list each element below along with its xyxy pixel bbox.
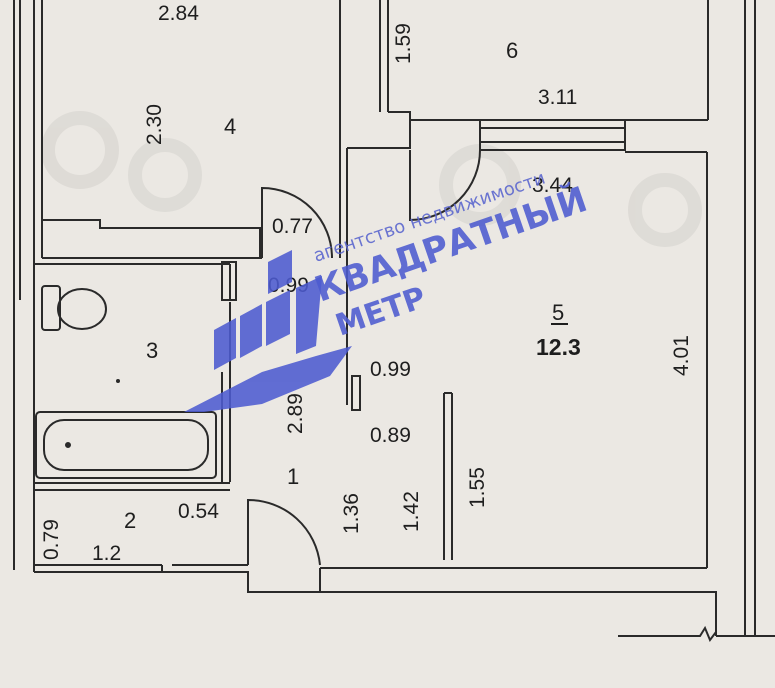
dim-3-44: 3.44 [532,174,573,197]
dim-0-89: 0.89 [370,424,411,447]
room-5-area: 12.3 [536,334,581,360]
dimension-labels: 2.84 2.30 1.59 3.11 3.44 0.77 0.99 0.99 … [40,2,693,565]
marker-dot [116,379,120,383]
dim-0-77: 0.77 [272,215,313,238]
room-label-3: 3 [146,338,158,363]
room-label-4: 4 [224,114,236,139]
dim-0-99-mid: 0.99 [370,358,411,381]
toilet [41,285,107,331]
dim-1-55: 1.55 [466,467,489,508]
room-label-5: 5 [552,300,564,325]
dim-2-30: 2.30 [143,104,166,145]
dim-4-01: 4.01 [670,335,693,376]
dim-1-42: 1.42 [400,491,423,532]
room-label-6: 6 [506,38,518,63]
room-label-2: 2 [124,508,136,533]
building-logo [184,250,352,412]
dim-1-2: 1.2 [92,542,121,565]
dim-2-89: 2.89 [284,393,307,434]
dim-3-11: 3.11 [538,86,577,109]
bathtub [35,411,217,479]
dim-0-54: 0.54 [178,500,219,523]
background-artifacts [41,111,702,247]
walls [13,0,775,642]
room-label-1: 1 [287,464,299,489]
dim-1-59: 1.59 [392,23,415,64]
dim-1-36: 1.36 [340,493,363,534]
room-labels: 1 2 3 4 5 6 12.3 [124,38,581,533]
dim-2-84: 2.84 [158,2,199,25]
dim-0-79: 0.79 [40,519,63,560]
